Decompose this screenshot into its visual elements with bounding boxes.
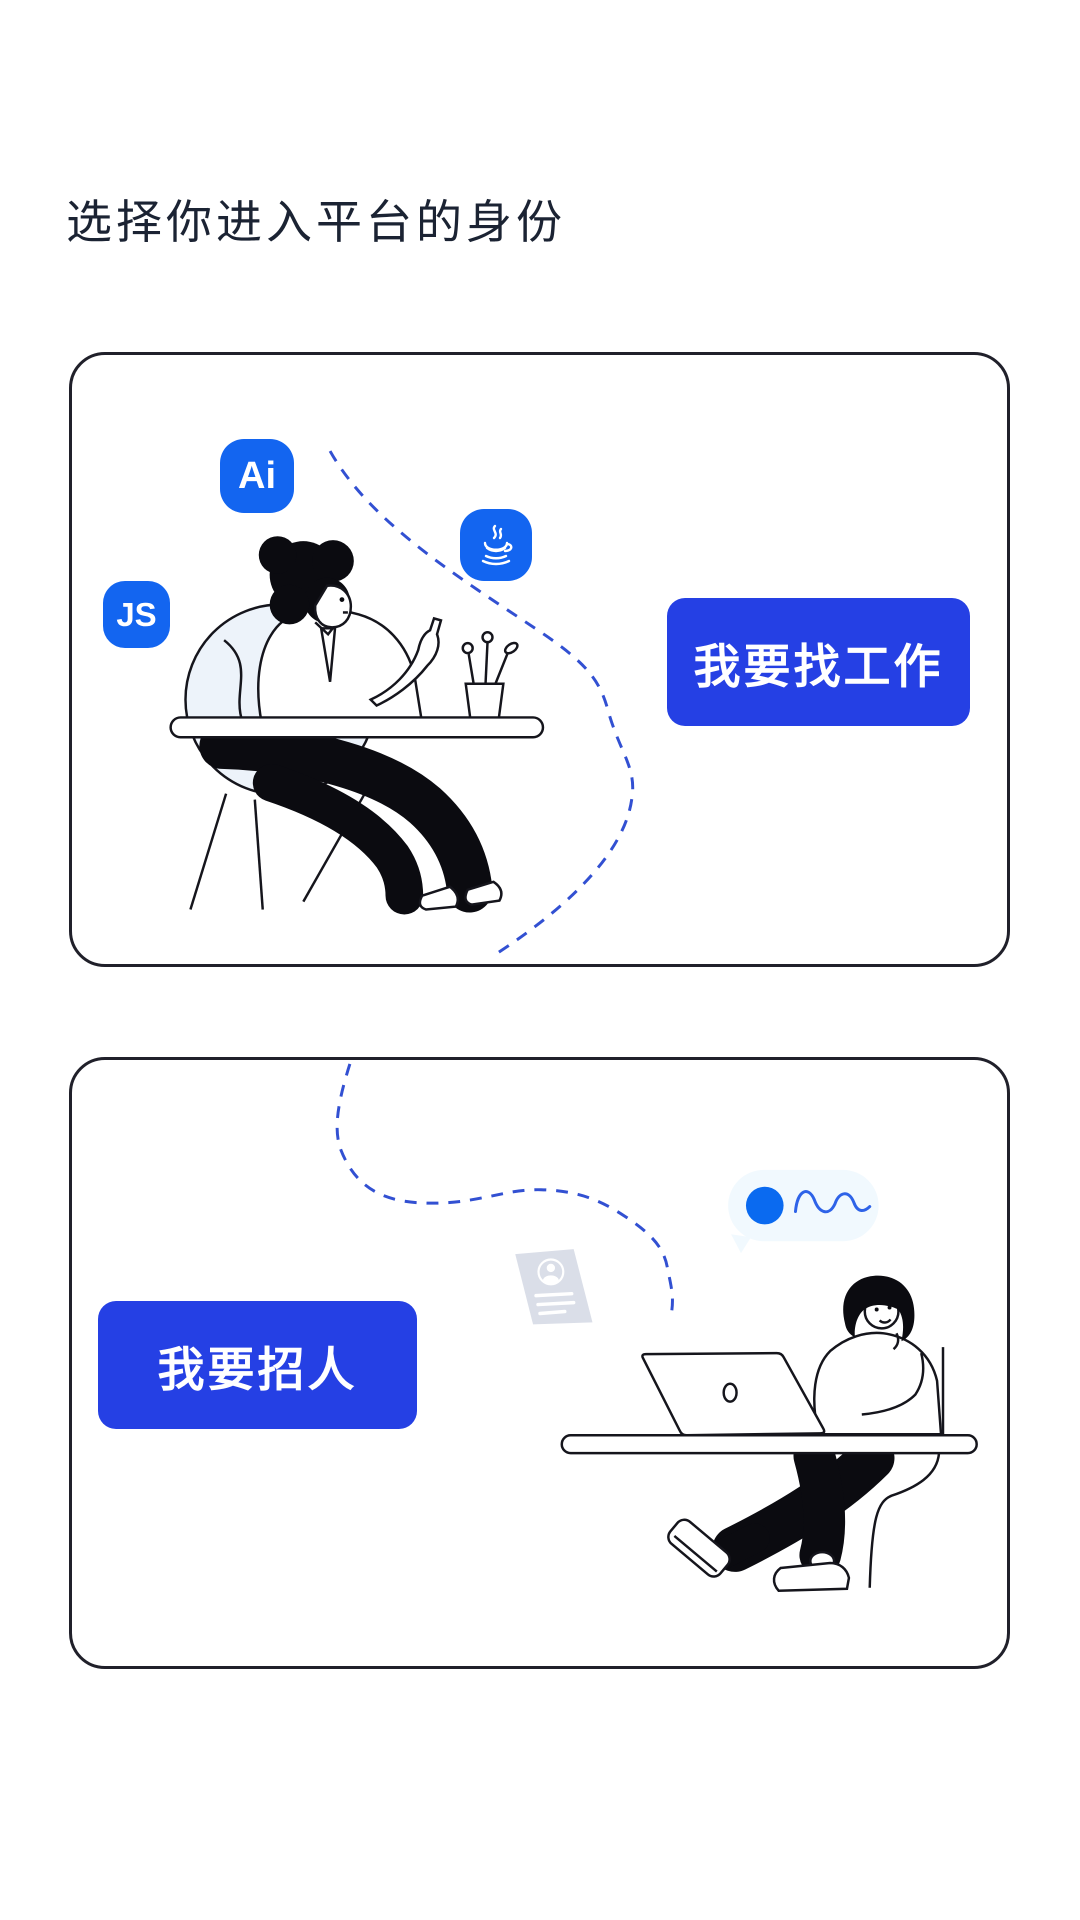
chair-leg: [868, 1452, 941, 1588]
chat-bubble-icon: [728, 1169, 879, 1254]
resume-document-icon: [515, 1249, 593, 1325]
person-legs: [199, 723, 503, 915]
recruit-button[interactable]: 我要招人: [98, 1301, 417, 1429]
card-jobseeker[interactable]: Ai JS 我要找工作: [69, 352, 1010, 967]
jobseeker-illustration: [169, 450, 635, 955]
person-torso: [257, 607, 443, 725]
desk: [169, 716, 545, 739]
desk: [560, 1434, 978, 1455]
person-legs: [700, 1435, 895, 1576]
dashed-curve: [328, 450, 635, 955]
page-title: 选择你进入平台的身份: [66, 196, 566, 248]
js-badge: JS: [103, 581, 170, 648]
card-recruiter[interactable]: 我要招人: [69, 1057, 1010, 1669]
java-coffee-icon: [481, 524, 513, 566]
sneakers: [667, 1518, 851, 1592]
recruiter-illustration: [335, 1063, 978, 1592]
find-job-button[interactable]: 我要找工作: [667, 598, 970, 726]
blue-dot: [745, 1186, 784, 1225]
laptop: [641, 1351, 826, 1437]
person-head: [843, 1275, 915, 1351]
java-badge: [460, 509, 532, 581]
dashed-curve: [335, 1063, 674, 1312]
ai-badge: Ai: [220, 439, 294, 513]
person-torso: [813, 1331, 943, 1436]
pen-cup: [461, 631, 519, 723]
person-head: [258, 536, 354, 629]
wave-squiggle-icon: [793, 1190, 872, 1214]
